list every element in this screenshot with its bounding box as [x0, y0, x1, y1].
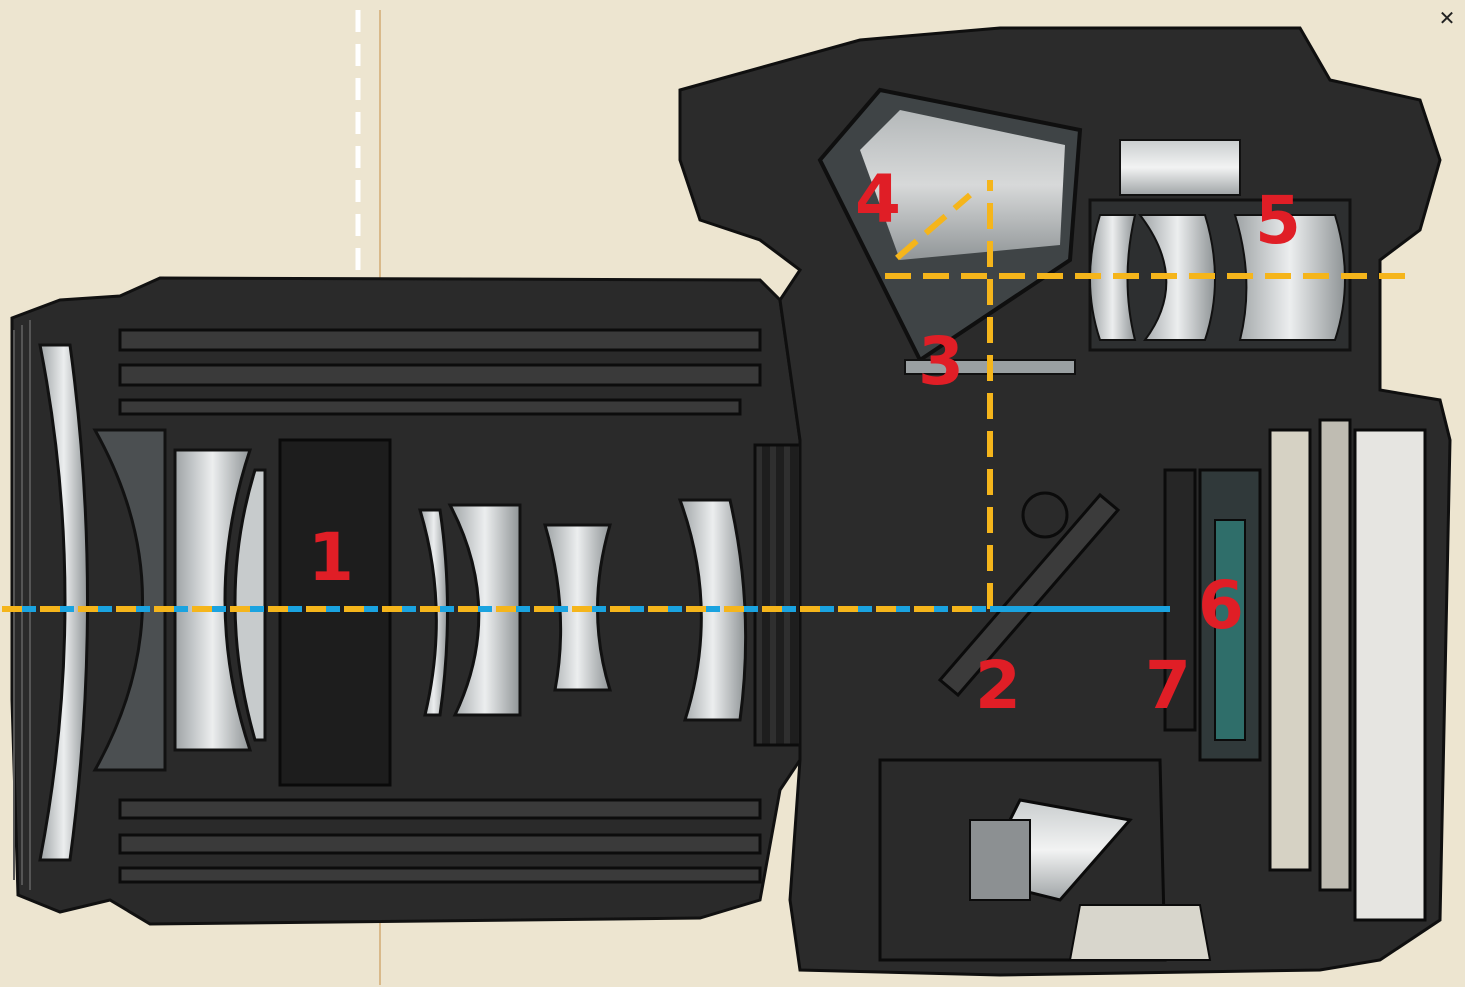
label-6: 6 [1198, 567, 1244, 644]
label-2: 2 [975, 647, 1021, 724]
lens-barrel [10, 276, 802, 926]
reflex-mirror [937, 492, 1121, 698]
close-icon: ✕ [1438, 6, 1456, 30]
lens-rails [118, 328, 762, 884]
close-button[interactable]: ✕ [1435, 6, 1459, 30]
label-4: 4 [855, 161, 901, 238]
label-7: 7 [1145, 647, 1191, 724]
mirror-pivot [1021, 491, 1069, 539]
pentaprism-glass [860, 110, 1065, 260]
label-1: 1 [308, 519, 354, 596]
lens-front-ring [13, 320, 31, 890]
label-5: 5 [1255, 182, 1301, 259]
label-3: 3 [918, 323, 964, 400]
autofocus-module [878, 758, 1212, 962]
shutter-sensor-assembly [1163, 418, 1427, 922]
eyepiece-lenses [1088, 139, 1352, 352]
